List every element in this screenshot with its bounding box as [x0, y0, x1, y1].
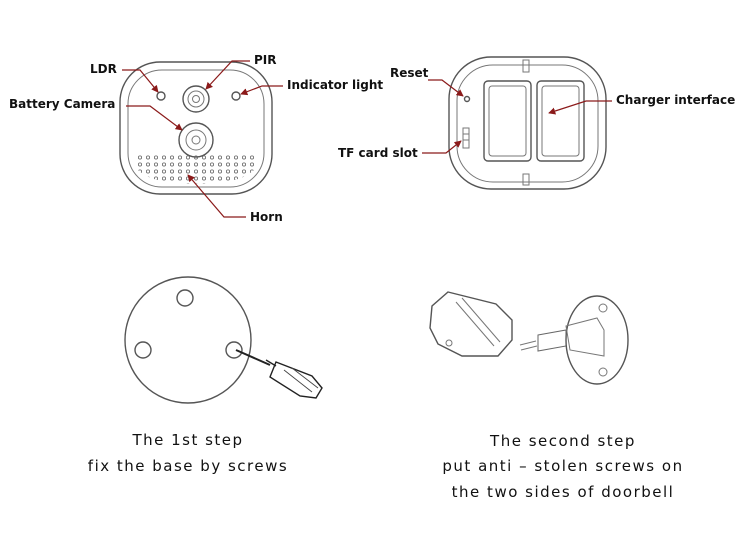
anti-stolen-screw-icon: [519, 329, 567, 352]
base-plate: [124, 276, 252, 404]
battery-slot-left: [483, 80, 532, 162]
label-pir: PIR: [254, 53, 277, 67]
back-inner-shell: [456, 64, 599, 183]
doorbell-body: [429, 291, 513, 357]
screwdriver-icon: [235, 349, 323, 399]
step2-illustration: [429, 291, 629, 385]
front-view-doorbell: [119, 61, 273, 195]
wall-bracket: [565, 295, 629, 385]
back-view-doorbell: [448, 56, 607, 190]
front-inner-shell: [127, 69, 265, 188]
bottom-mount-slot: [522, 173, 530, 186]
top-mount-slot: [522, 59, 530, 73]
front-outer-shell: [119, 61, 273, 195]
tf-card-slot-icon: [462, 127, 470, 149]
battery-slot-right: [536, 80, 585, 162]
step1-illustration: [124, 276, 323, 404]
pointer-indicator: [240, 85, 283, 96]
label-horn: Horn: [250, 210, 283, 224]
label-ldr: LDR: [90, 62, 117, 76]
pointer-tf-slot: [422, 140, 462, 154]
step2-description-line1: put anti – stolen screws on: [442, 457, 683, 475]
label-charger-interface: Charger interface: [616, 93, 735, 107]
label-tf-card-slot: TF card slot: [338, 146, 418, 160]
pointer-camera: [126, 105, 183, 131]
screw-hole-left: [134, 341, 152, 359]
step1-description: fix the base by screws: [88, 457, 288, 475]
horn-grill: [138, 154, 254, 184]
camera-lens-icon: [178, 122, 214, 158]
pointer-charger: [548, 100, 612, 115]
reset-button-icon: [463, 95, 471, 103]
screw-hole-top: [176, 289, 194, 307]
step2-title: The second step: [489, 432, 636, 450]
label-battery-camera: Battery Camera: [9, 97, 115, 111]
pir-sensor-icon: [182, 85, 210, 113]
pointer-pir: [205, 60, 250, 90]
pointer-reset: [428, 79, 464, 97]
pointer-ldr: [122, 69, 159, 93]
indicator-light-icon: [231, 91, 241, 101]
label-reset: Reset: [390, 66, 429, 80]
label-indicator-light: Indicator light: [287, 78, 383, 92]
screw-hole-right: [225, 341, 243, 359]
ldr-sensor-icon: [156, 91, 166, 101]
pointer-horn: [187, 174, 246, 218]
back-outer-shell: [448, 56, 607, 190]
step1-title: The 1st step: [131, 431, 243, 449]
step2-description-line2: the two sides of doorbell: [452, 483, 675, 501]
